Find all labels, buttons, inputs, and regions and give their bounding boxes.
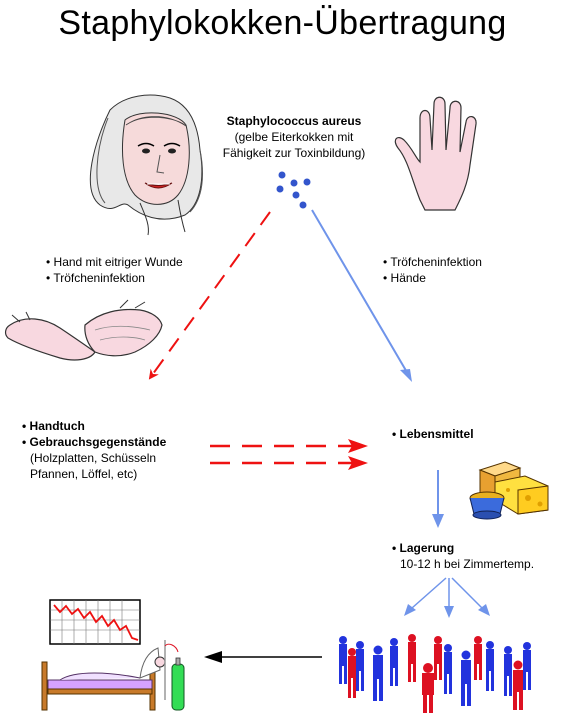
food-illustration xyxy=(469,461,549,520)
right-routes: • Tröfcheninfektion • Hände xyxy=(383,254,482,286)
blue-arrow-diagonal-head xyxy=(400,369,412,382)
blue-fan-arrows xyxy=(404,577,490,618)
fever-chart-illustration xyxy=(49,599,141,645)
red-dashed-arrow-diagonal xyxy=(148,211,271,380)
blue-arrow-diagonal xyxy=(311,209,409,375)
objects-block: • Handtuch • Gebrauchsgegenstände (Holzp… xyxy=(22,418,166,482)
pathogen-desc-line2: Fähigkeit zur Toxinbildung) xyxy=(222,146,366,160)
woman-face-illustration xyxy=(89,94,204,236)
pathogen-label: Staphylococcus aureus (gelbe Eiterkokken… xyxy=(196,113,392,161)
staph-cocci-cluster xyxy=(276,171,311,209)
storage-block: • Lagerung 10-12 h bei Zimmertemp. xyxy=(392,540,534,572)
black-arrow-left-head xyxy=(204,651,222,663)
pathogen-name: Staphylococcus aureus xyxy=(226,114,362,128)
storage-label: • Lagerung xyxy=(392,541,455,555)
sick-bed-illustration xyxy=(41,640,185,711)
right-route-2: • Hände xyxy=(383,271,426,285)
hand-illustration xyxy=(394,96,477,211)
crowd-illustration xyxy=(339,634,531,713)
right-route-1: • Tröfcheninfektion xyxy=(383,255,482,269)
diagram-title: Staphylokokken-Übertragung xyxy=(58,4,507,42)
objects-item-utensils: • Gebrauchsgegenstände xyxy=(22,435,167,449)
storage-detail: 10-12 h bei Zimmertemp. xyxy=(400,557,535,571)
left-routes: • Hand mit eitriger Wunde • Tröfcheninfe… xyxy=(46,254,183,286)
left-route-2: • Tröfcheninfektion xyxy=(46,271,145,285)
pathogen-desc-line1: (gelbe Eiterkokken mit xyxy=(234,130,354,144)
objects-detail-1: (Holzplatten, Schüsseln xyxy=(30,451,157,465)
objects-detail-2: Pfannen, Löffel, etc) xyxy=(30,467,138,481)
cupped-hands-illustration xyxy=(4,299,163,361)
blue-arrow-down-head xyxy=(432,514,444,528)
objects-item-towel: • Handtuch xyxy=(22,419,85,433)
red-dashed-double-arrow xyxy=(210,439,368,470)
food-label: • Lebensmittel xyxy=(392,427,474,441)
left-route-1: • Hand mit eitriger Wunde xyxy=(46,255,183,269)
